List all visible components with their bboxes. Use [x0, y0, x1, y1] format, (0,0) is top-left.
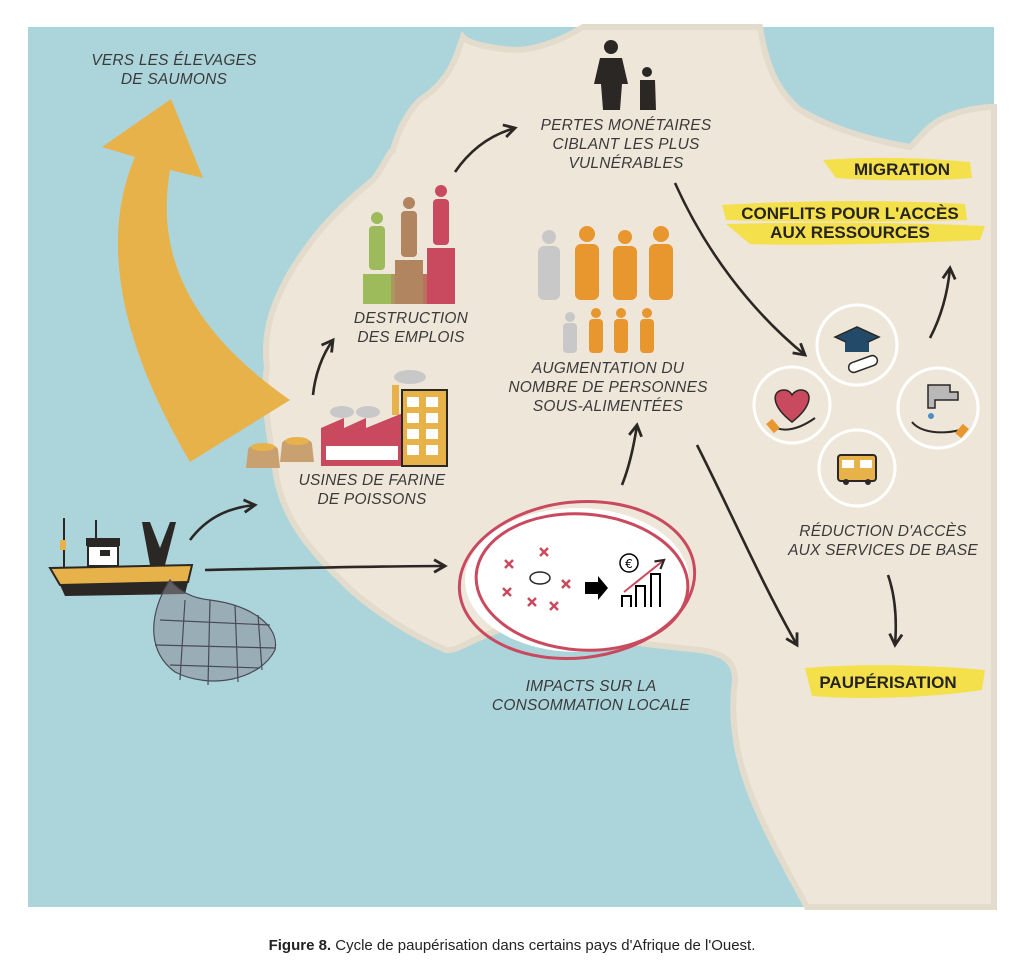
- arrow-plants-to-jobs: [311, 337, 335, 396]
- caption-label: Figure 8.: [268, 937, 332, 954]
- arrow-undernourished-to-impoverishment: [695, 444, 799, 648]
- arrow-boat-to-plants: [188, 498, 258, 541]
- caption-text: Cycle de paupérisation dans certains pay…: [331, 937, 756, 954]
- factory-icon: [321, 370, 448, 467]
- health-heart-icon: [766, 389, 816, 434]
- figure-caption: Figure 8. Cycle de paupérisation dans ce…: [0, 937, 1024, 954]
- rising-bars-icon: [621, 573, 661, 607]
- fishmeal-sacks-icon: [246, 437, 314, 468]
- arrow-services-to-impoverishment: [886, 574, 904, 648]
- crossed-fish-icon: [502, 547, 571, 611]
- euro-icon: [619, 553, 639, 573]
- arrow-jobs-to-losses: [453, 123, 518, 173]
- fishing-boat-icon: [48, 518, 194, 596]
- bus-icon: [837, 454, 877, 485]
- family-icon: [594, 40, 656, 110]
- arrow-boat-to-consumption: [204, 558, 448, 574]
- graduation-icon: [833, 326, 881, 374]
- arrow-consumption-to-undernourished: [620, 422, 643, 486]
- fish-net-icon: [153, 578, 277, 686]
- arrow-losses-to-services: [673, 182, 808, 357]
- arrow-services-to-migration: [928, 265, 957, 339]
- people-group-icon: [538, 226, 673, 353]
- label-impoverishment: PAUPÉRISATION: [819, 673, 957, 692]
- svg-text:€: €: [625, 557, 633, 571]
- water-tap-icon: [911, 384, 969, 439]
- local-consumption-icon: €: [457, 499, 697, 661]
- job-podium-icon: [363, 185, 455, 304]
- label-migration: MIGRATION: [853, 160, 951, 179]
- salmon-flow-arrow: [102, 99, 290, 462]
